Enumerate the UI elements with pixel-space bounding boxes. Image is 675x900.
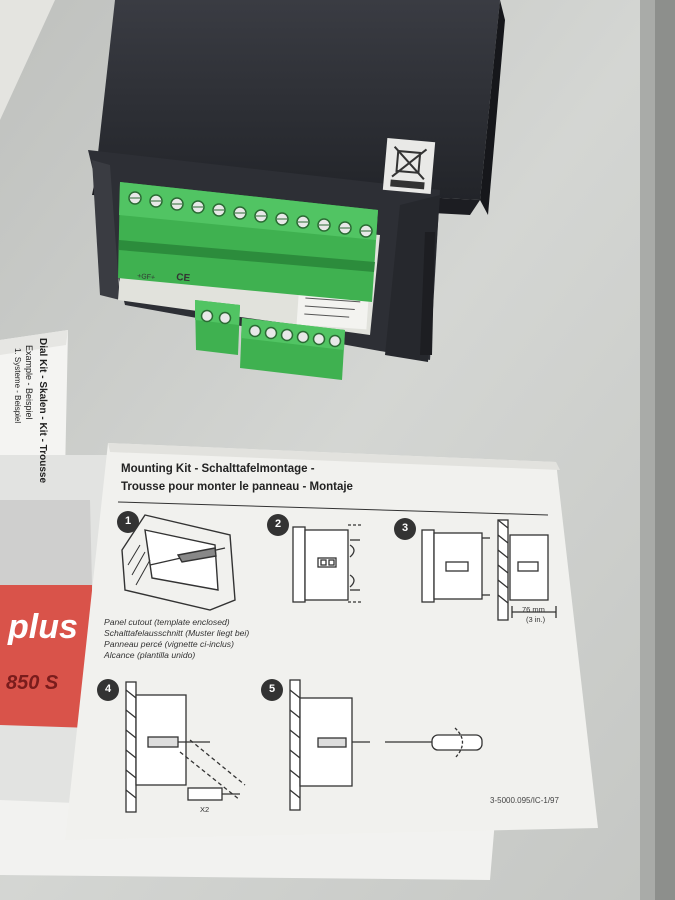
box-red-band [0, 585, 92, 728]
cutout-caption: Panel cutout (template enclosed) Schaltt… [104, 617, 249, 661]
booklet-line-1: Dial Kit - Skalen - Kit - Trousse [37, 338, 48, 484]
step-1-badge [117, 511, 139, 533]
step-4-number: 4 [104, 683, 112, 695]
caption-line-de: Schalttafelausschnitt (Muster liegt bei) [104, 628, 250, 638]
dimension-mm: 76 mm [522, 605, 545, 614]
step-1-diagram [121, 514, 236, 611]
ce-mark: CE [176, 272, 191, 284]
step-3-badge [394, 518, 416, 540]
caption-line-en: Panel cutout (template enclosed) [104, 617, 230, 627]
booklet-line-3: 1. Systeme - Beispiel [13, 348, 22, 424]
caption-line-es: Alcance (plantilla unido) [104, 650, 196, 660]
box-model-text: 850 S [6, 672, 59, 694]
step-4-badge [97, 679, 119, 701]
step-4-diagram [125, 681, 246, 813]
dimension-in: (3 in.) [526, 615, 546, 624]
step-5-number: 5 [268, 683, 276, 695]
card-title-line2: Trousse pour monter le panneau - Montaje [121, 481, 353, 493]
box-brand-text: plus [8, 608, 78, 646]
card-title-line1: Mounting Kit - Schalttafelmontage - [121, 463, 315, 475]
booklet-line-2: Example - Beispiel [24, 345, 34, 420]
top-left-paper [0, 0, 55, 120]
step-2-number: 2 [274, 518, 282, 530]
bracket-quantity: X2 [200, 805, 210, 814]
document-reference: 3-5000.095/IC-1/97 [490, 796, 559, 805]
step-3-diagram [421, 519, 557, 621]
step-3-number: 3 [401, 522, 409, 534]
caption-line-fr: Panneau percé (vignette ci-inclus) [104, 639, 234, 649]
step-5-badge [261, 679, 283, 701]
device-side [480, 0, 505, 215]
device-brand: +GF+ [137, 273, 155, 282]
step-2-diagram [292, 524, 363, 603]
step-2-badge [267, 514, 289, 536]
step-1-number: 1 [124, 515, 132, 527]
step-5-diagram [289, 679, 483, 811]
